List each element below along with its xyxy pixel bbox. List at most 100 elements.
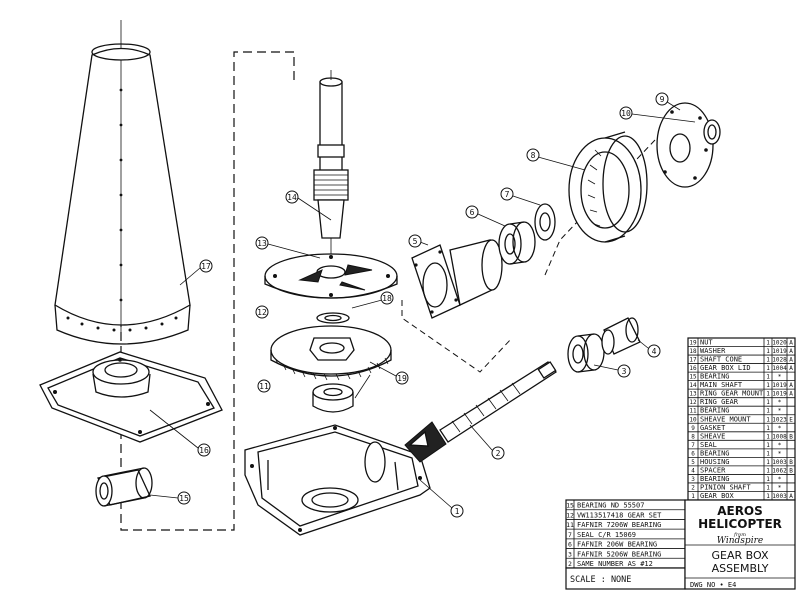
callout-5: 5 — [408, 234, 422, 248]
note-row: 2 SAME NUMBER AS #12 — [568, 560, 653, 568]
assembly-leader-housing — [401, 300, 513, 373]
bom-item-rev: A — [789, 365, 793, 372]
svg-text:6: 6 — [470, 208, 475, 217]
housing — [411, 239, 503, 319]
bom-item-description: PINION SHAFT — [700, 483, 751, 491]
bom-item-number: 4 — [691, 467, 695, 474]
bom-item-qty: 1 — [766, 340, 770, 347]
bom-item-rev: B — [789, 459, 793, 466]
bom-item-code: 1004 — [772, 365, 787, 372]
bom-item-qty: 1 — [766, 425, 770, 432]
svg-text:16: 16 — [199, 446, 209, 455]
callout-17: 17 — [199, 259, 213, 273]
bom-item-qty: 1 — [766, 408, 770, 415]
svg-text:10: 10 — [621, 109, 631, 118]
brand-name: Windspire — [717, 536, 763, 546]
bom-item-description: SHAFT CONE — [700, 356, 742, 364]
note-item-number: 2 — [568, 560, 572, 568]
bom-item-code: * — [778, 399, 782, 406]
svg-text:9: 9 — [660, 95, 665, 104]
callout-6: 6 — [465, 205, 479, 219]
bom-item-code: * — [778, 408, 782, 415]
callout-8: 8 — [526, 148, 540, 162]
bom-item-rev: A — [789, 357, 793, 364]
bom-item-number: 11 — [689, 408, 697, 415]
callout-19: 19 — [395, 371, 409, 385]
gear-box-housing — [244, 424, 431, 536]
bom-item-number: 12 — [689, 399, 697, 406]
bom-item-code: 1020 — [772, 340, 787, 347]
bom-item-qty: 1 — [766, 459, 770, 466]
note-text: SAME NUMBER AS #12 — [577, 560, 653, 568]
bearing-11 — [312, 383, 354, 413]
svg-text:5: 5 — [413, 237, 418, 246]
gasket — [703, 119, 721, 145]
callout-7: 7 — [500, 187, 514, 201]
bom-item-rev: A — [789, 340, 793, 347]
bom-item-description: BEARING — [700, 407, 730, 415]
bom-item-qty: 1 — [766, 365, 770, 372]
note-row: 7 SEAL C/R 15069 — [568, 531, 636, 539]
note-item-number: 6 — [568, 541, 572, 549]
bom-item-number: 18 — [689, 348, 697, 355]
svg-text:14: 14 — [287, 193, 297, 202]
note-text: VW113517418 GEAR SET — [577, 511, 662, 519]
drawing-number: DWG NO • E4 — [690, 581, 736, 589]
bom-item-number: 16 — [689, 365, 697, 372]
bom-item-code: 1023 — [772, 416, 787, 423]
bom-item-code: * — [778, 425, 782, 432]
bom-item-description: SHEAVE MOUNT — [700, 415, 751, 423]
bom-item-code: * — [778, 484, 782, 491]
bom-item-description: GASKET — [700, 424, 726, 432]
sheave-mount — [656, 102, 714, 188]
bom-item-qty: 1 — [766, 382, 770, 389]
callout-18: 18 — [380, 291, 394, 305]
svg-text:18: 18 — [382, 294, 392, 303]
callout-1: 1 — [450, 504, 464, 518]
note-item-number: 7 — [568, 531, 572, 539]
callout-12: 12 — [255, 305, 269, 319]
seal — [534, 203, 556, 241]
bom-item-number: 6 — [691, 450, 695, 457]
scale-label: SCALE : NONE — [570, 575, 631, 585]
bom-item-number: 17 — [689, 357, 697, 364]
bom-item-number: 19 — [689, 340, 697, 347]
note-text: SEAL C/R 15069 — [577, 531, 636, 539]
callout-11: 11 — [257, 379, 271, 393]
bom-item-code: 1019 — [772, 391, 787, 398]
ring-gear — [270, 325, 392, 381]
company-name: AEROS — [717, 504, 763, 518]
callout-2: 2 — [491, 446, 505, 460]
assembly-title-line1: GEAR BOX — [712, 549, 769, 562]
bom-item-number: 2 — [691, 484, 695, 491]
bom-item-number: 5 — [691, 459, 695, 466]
bom-item-description: BEARING — [700, 373, 730, 381]
note-item-number: 3 — [568, 550, 572, 558]
bom-item-rev: A — [789, 391, 793, 398]
bom-item-qty: 1 — [766, 374, 770, 381]
svg-text:3: 3 — [622, 367, 627, 376]
svg-text:15: 15 — [179, 494, 189, 503]
bom-item-qty: 1 — [766, 493, 770, 500]
note-item-number: 12 — [566, 511, 574, 519]
callout-10: 10 — [619, 106, 633, 120]
bom-item-rev: A — [789, 348, 793, 355]
